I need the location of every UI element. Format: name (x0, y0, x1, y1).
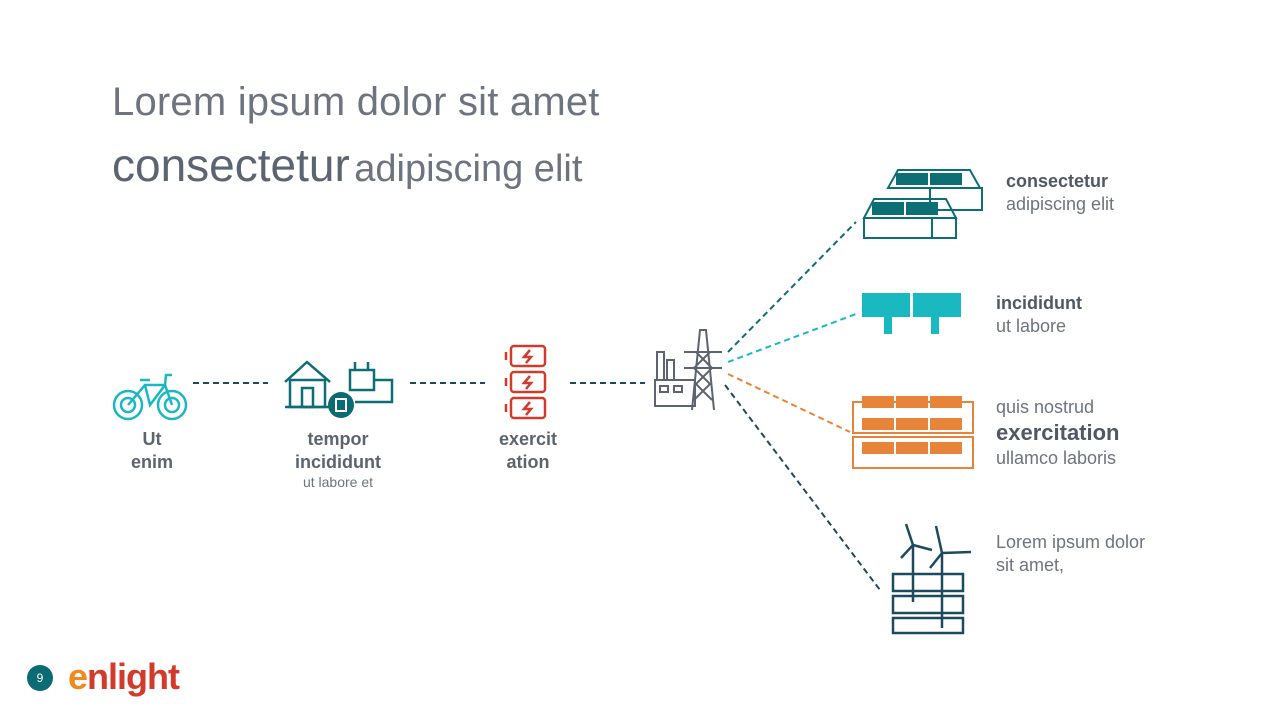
solar-farm-icon (852, 396, 974, 469)
bike-label: Ut enim (130, 429, 173, 472)
title-emphasis: consectetur (112, 139, 350, 191)
branch-line-wind (724, 384, 881, 591)
rooftop-solar-icon (862, 169, 983, 239)
home-label: tempor incididunt (295, 429, 381, 472)
branch-label-rooftop: consectetur adipiscing elit (1006, 171, 1115, 214)
page-title-line1: Lorem ipsum dolor sit amet (112, 80, 600, 124)
battery-label: exercit ation (498, 429, 558, 472)
bicycle-icon (112, 373, 188, 421)
page-title-line2: consectetur adipiscing elit (112, 138, 582, 192)
branch-line-solar-farm (727, 373, 851, 433)
title-subtext: adipiscing elit (354, 148, 583, 190)
plug-badge-icon (328, 392, 354, 418)
page-number-badge: 9 (27, 665, 53, 691)
home-sublabel: ut labore et (302, 474, 374, 490)
branch-line-rooftop (727, 221, 857, 353)
branch-label-solar-panel: incididunt ut labore (996, 293, 1082, 336)
branch-line-solar-panel (727, 313, 857, 363)
battery-stack-icon (504, 344, 547, 420)
wind-turbine-icon (891, 523, 972, 635)
branch-label-solar-farm: quis nostrud exercitation ullamco labori… (996, 397, 1120, 468)
enlight-logo: enlight (68, 656, 180, 697)
power-plant-pylon-icon (654, 329, 722, 411)
solar-panel-icon (862, 293, 961, 334)
home-plug-icon (284, 360, 394, 409)
branch-label-wind: Lorem ipsum dolor sit amet, (996, 532, 1146, 575)
